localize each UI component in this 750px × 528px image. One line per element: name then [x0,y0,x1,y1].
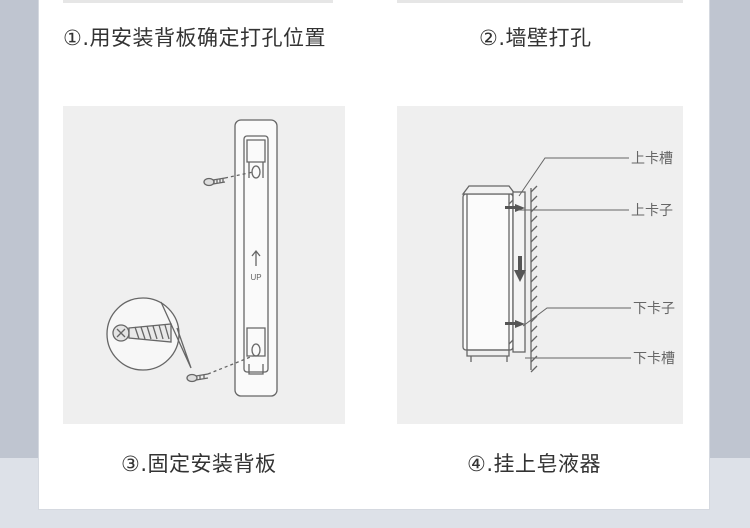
label-upper-clip: 上卡子 [631,202,673,218]
label-lower-clip: 下卡子 [633,300,675,316]
step-1-title: ①.用安装背板确定打孔位置 [63,26,327,50]
top-divider-right [397,0,683,3]
label-upper-slot: 上卡槽 [631,150,673,166]
plate-install-figure: UP [63,106,345,424]
label-lower-slot: 下卡槽 [633,350,675,366]
top-divider-left [63,0,333,3]
step-4-title: ④.挂上皂液器 [467,452,602,476]
dispenser-mount-figure: 上卡槽 上卡子 下卡子 下卡槽 [397,106,683,424]
instruction-card: ①.用安装背板确定打孔位置 ②.墙壁打孔 [38,0,710,510]
step-3-title: ③.固定安装背板 [121,452,277,476]
up-label: UP [250,273,261,282]
step-2-title: ②.墙壁打孔 [479,26,592,50]
